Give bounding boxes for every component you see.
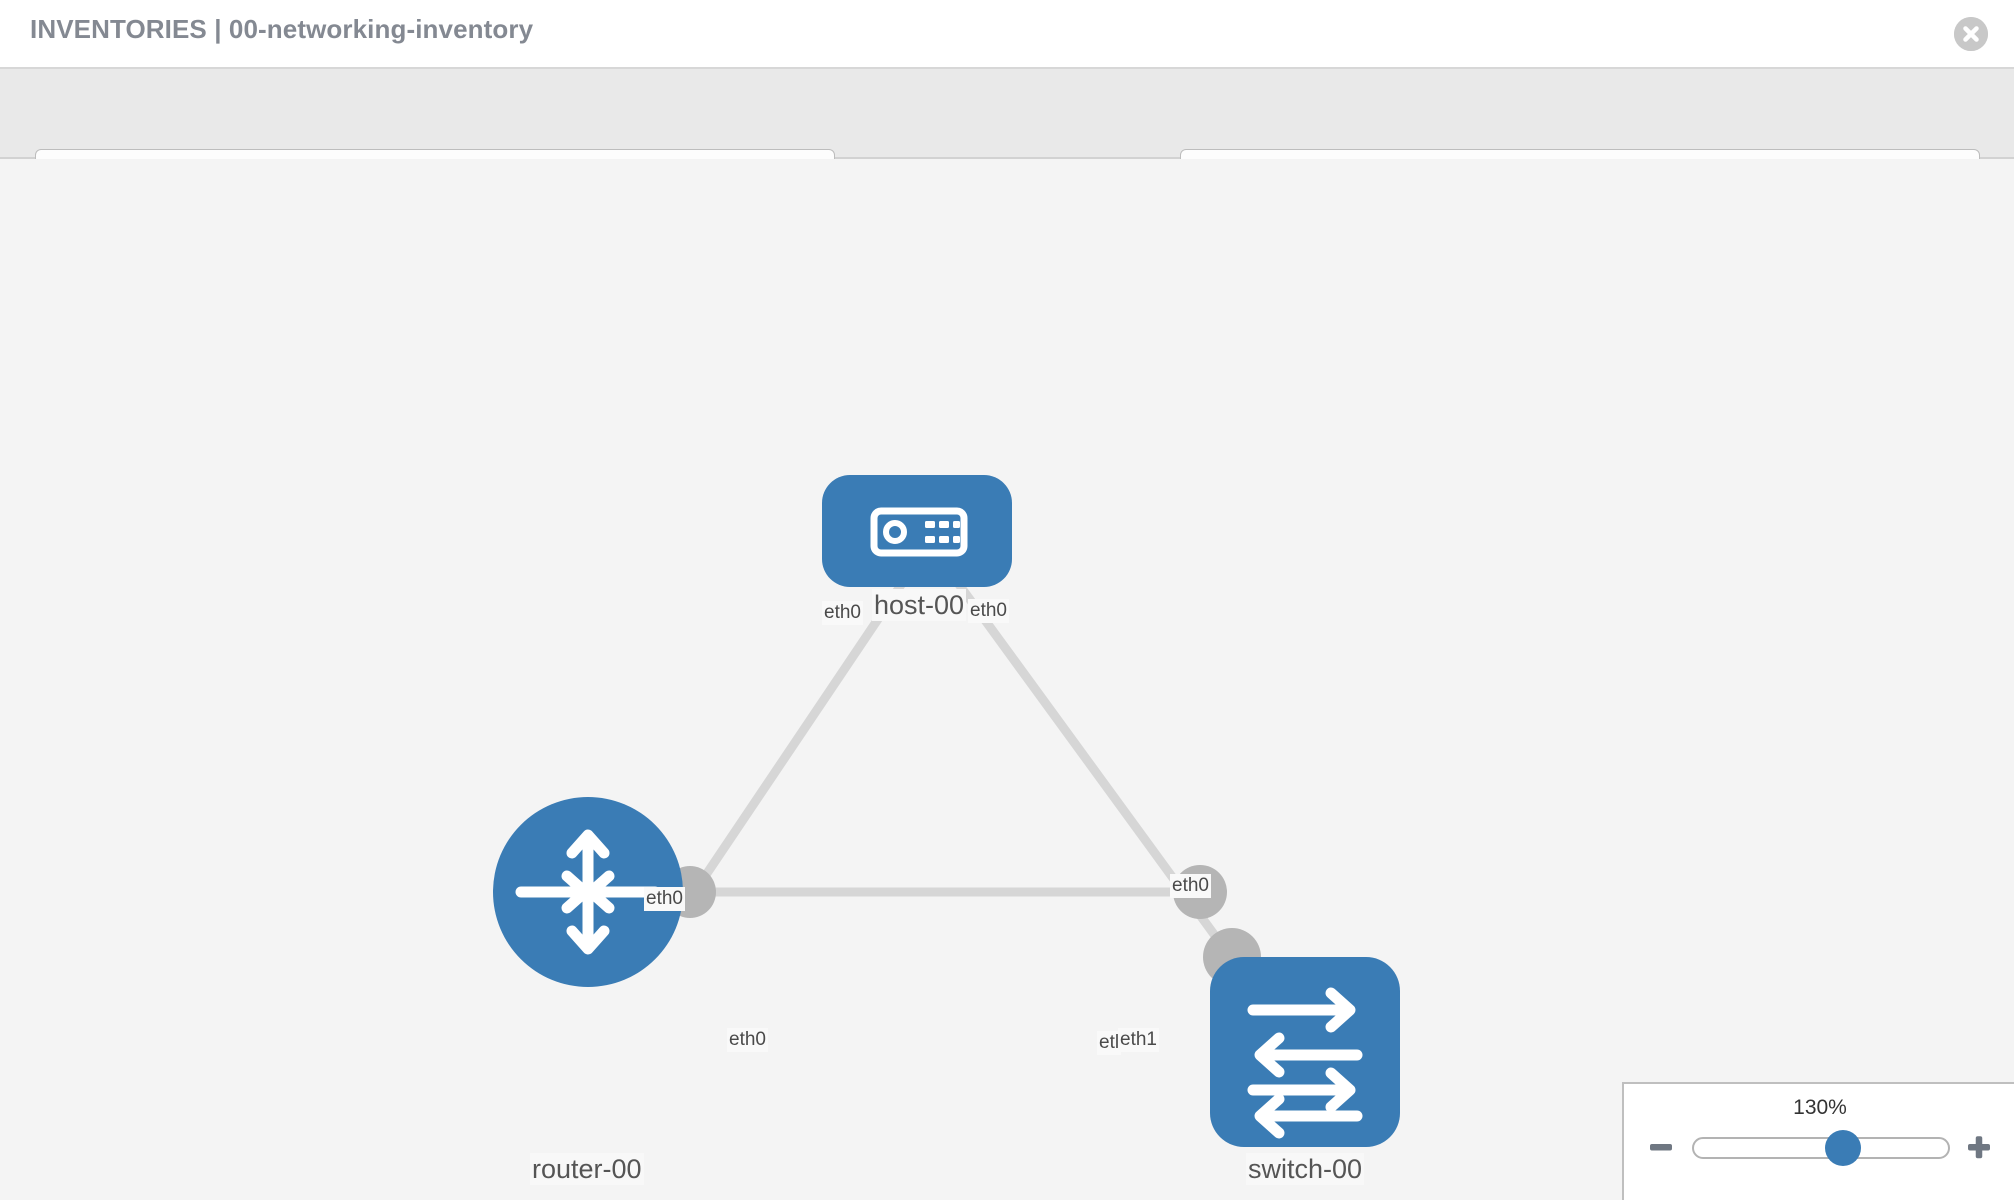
toolbar: ACTIONS SEARCH xyxy=(0,69,2014,201)
page-title: INVENTORIES | 00-networking-inventory xyxy=(30,14,534,44)
node-host-00[interactable] xyxy=(822,475,1012,587)
interface-label-host-right: eth0 xyxy=(968,599,1009,623)
page-header: INVENTORIES | 00-networking-inventory xyxy=(0,0,2014,69)
close-icon[interactable] xyxy=(1954,17,1988,51)
interface-label-switch-router: eth1 xyxy=(1118,1028,1159,1052)
node-label-router-00: router-00 xyxy=(530,1153,644,1185)
zoom-control: 130% xyxy=(1622,1082,2014,1200)
zoom-level-label: 130% xyxy=(1793,1096,1847,1119)
node-switch-00[interactable] xyxy=(1210,957,1400,1147)
node-label-switch-00: switch-00 xyxy=(1246,1153,1365,1185)
topology-canvas[interactable]: eth0 eth0 eth0 eth0 eth0 etl eth1 host-0… xyxy=(0,159,2014,1200)
interface-label-router-switch: eth0 xyxy=(727,1028,768,1052)
interface-label-host-left: eth0 xyxy=(822,601,863,625)
zoom-slider-thumb[interactable] xyxy=(1825,1130,1862,1166)
interface-label-router-host: eth0 xyxy=(644,887,685,911)
server-device-icon xyxy=(870,507,968,557)
minus-icon[interactable] xyxy=(1646,1132,1676,1162)
node-label-host-00: host-00 xyxy=(872,589,967,621)
switch-arrows-icon xyxy=(1247,987,1363,1139)
interface-label-switch-overlap: etl xyxy=(1097,1031,1122,1055)
plus-icon[interactable] xyxy=(1964,1132,1994,1162)
interface-label-switch-host: eth0 xyxy=(1170,874,1211,898)
zoom-slider-track[interactable] xyxy=(1692,1137,1950,1159)
link-router-host[interactable] xyxy=(679,576,909,912)
node-router-00[interactable] xyxy=(493,797,683,987)
topology-graph xyxy=(493,475,1400,1147)
